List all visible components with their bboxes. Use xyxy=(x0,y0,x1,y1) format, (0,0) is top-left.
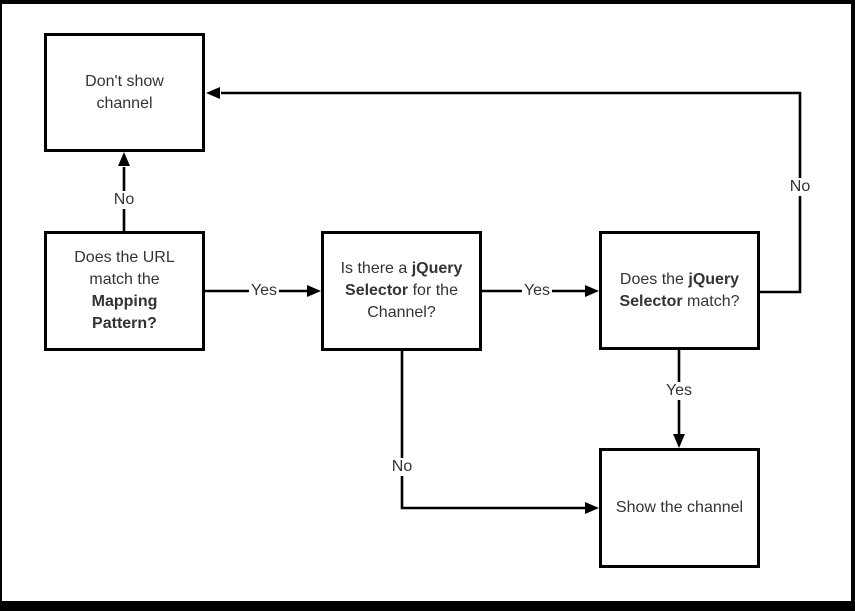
arrowhead-right-icon xyxy=(307,285,321,297)
edge-label-selector-match-no: No xyxy=(787,178,813,196)
node-text-segment: for the Channel? xyxy=(367,282,458,321)
arrowhead-right-icon xyxy=(585,502,599,514)
node-text-segment-bold: jQuery Selector xyxy=(345,260,463,299)
node-label: Don't show channel xyxy=(85,71,164,115)
edge-selector-exists-to-show xyxy=(400,350,599,514)
edge-label-selector-exists-no: No xyxy=(389,458,415,476)
node-label: Does the URL match the Mapping Pattern? xyxy=(74,247,175,335)
edge-label-selector-exists-yes: Yes xyxy=(521,282,553,300)
edge-label-selector-match-yes: Yes xyxy=(663,382,695,400)
node-text-segment: Don't show channel xyxy=(85,72,164,112)
node-show-channel: Show the channel xyxy=(599,448,760,568)
node-jquery-selector-match: Does the jQuery Selector match? xyxy=(599,231,760,350)
node-label: Is there a jQuery Selector for the Chann… xyxy=(341,258,463,324)
node-jquery-selector-exists: Is there a jQuery Selector for the Chann… xyxy=(321,231,482,351)
edge-label-url-yes: Yes xyxy=(248,282,280,300)
node-dont-show-channel: Don't show channel xyxy=(44,33,205,152)
node-text-segment: match? xyxy=(682,292,740,310)
arrowhead-right-icon xyxy=(585,285,599,297)
arrowhead-left-icon xyxy=(206,87,220,99)
node-label: Show the channel xyxy=(616,497,743,519)
edge-label-url-no: No xyxy=(111,191,137,209)
node-text-segment-bold: Mapping Pattern? xyxy=(91,293,158,332)
node-label: Does the jQuery Selector match? xyxy=(619,269,739,313)
node-text-segment: Does the URL match the xyxy=(74,249,175,288)
node-url-match-mapping-pattern: Does the URL match the Mapping Pattern? xyxy=(44,231,205,351)
arrowhead-down-icon xyxy=(673,434,685,448)
node-text-segment: Does the xyxy=(619,270,689,288)
node-text-segment: Is there a xyxy=(340,260,412,277)
edge-line-selector-exists-no xyxy=(400,350,586,510)
node-text-segment: Show the channel xyxy=(615,499,744,516)
node-text-segment-bold: jQuery Selector xyxy=(619,270,740,310)
arrowhead-up-icon xyxy=(118,152,130,166)
